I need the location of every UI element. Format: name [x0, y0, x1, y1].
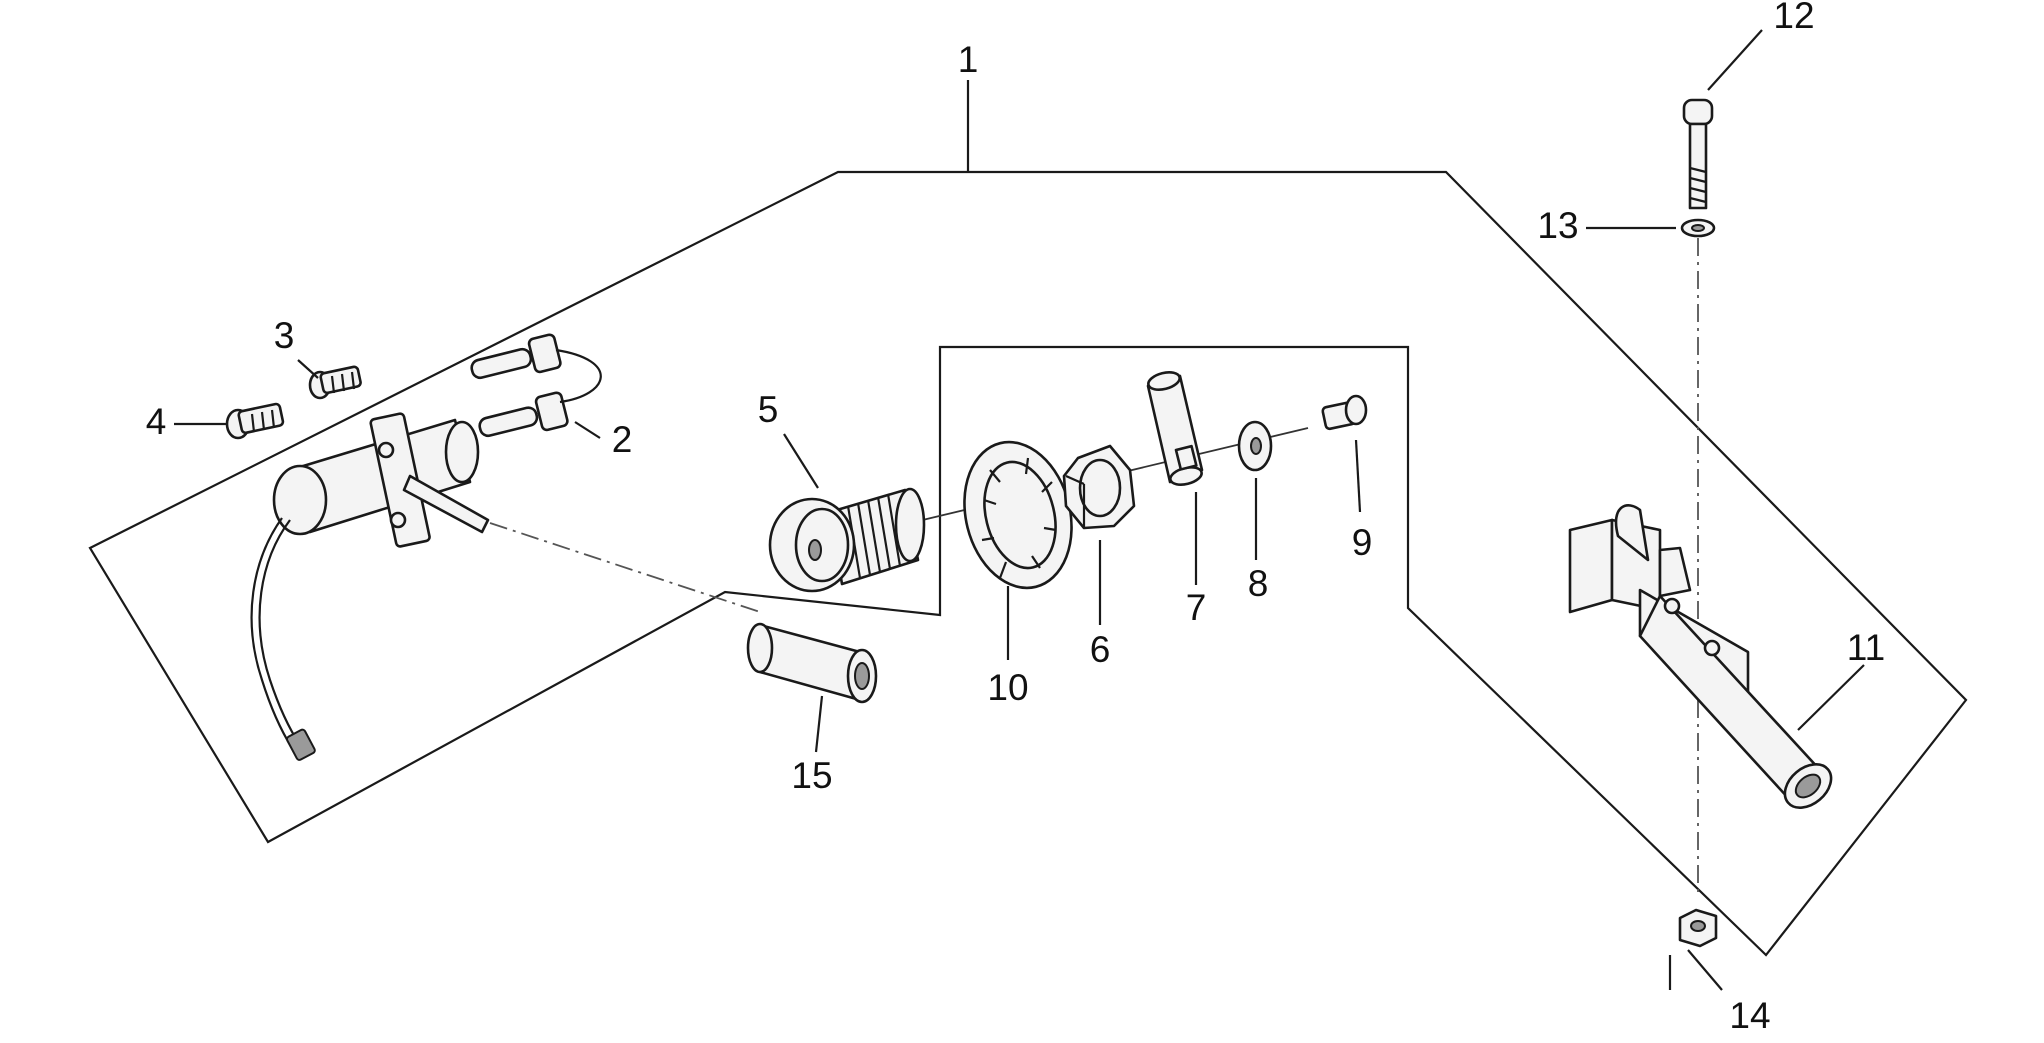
star-washer-part: [963, 440, 1073, 590]
callout-10: 10: [987, 667, 1028, 708]
callout-9: 9: [1352, 522, 1373, 563]
callout-13: 13: [1537, 205, 1578, 246]
callout-12: 12: [1773, 0, 1814, 36]
callout-14: 14: [1729, 995, 1770, 1036]
bolt-part: [1682, 98, 1714, 210]
keys-part: [470, 333, 602, 438]
screw-part-4: [225, 402, 285, 440]
leader-lines: [174, 29, 1865, 991]
callout-5: 5: [758, 389, 779, 430]
callout-6: 6: [1090, 629, 1111, 670]
lock-cam-part: [1146, 371, 1204, 486]
hex-nut-part: [1062, 444, 1136, 530]
ignition-switch-part: [250, 412, 490, 761]
nut-part-14: [1678, 908, 1718, 948]
callout-15: 15: [791, 755, 832, 796]
flat-washer-part: [1237, 420, 1273, 472]
callout-7: 7: [1186, 587, 1207, 628]
callout-labels: 1 2 3 4 5 6 7 8 9 10 11 12 13 14 15: [146, 0, 1886, 1036]
callout-2: 2: [612, 419, 633, 460]
callout-3: 3: [274, 315, 295, 356]
callout-8: 8: [1248, 563, 1269, 604]
washer-part-13: [1680, 218, 1716, 238]
screw-part-9: [1321, 394, 1368, 431]
screw-part-3: [308, 365, 362, 400]
bracket-tube-part: [1568, 504, 1833, 809]
callout-4: 4: [146, 401, 167, 442]
lock-axis: [489, 238, 1699, 898]
lock-cylinder-part: [768, 487, 926, 593]
sleeve-part: [746, 622, 878, 704]
callout-1: 1: [958, 39, 979, 80]
assembly-outline: [88, 170, 1968, 957]
callout-11: 11: [1847, 627, 1885, 668]
